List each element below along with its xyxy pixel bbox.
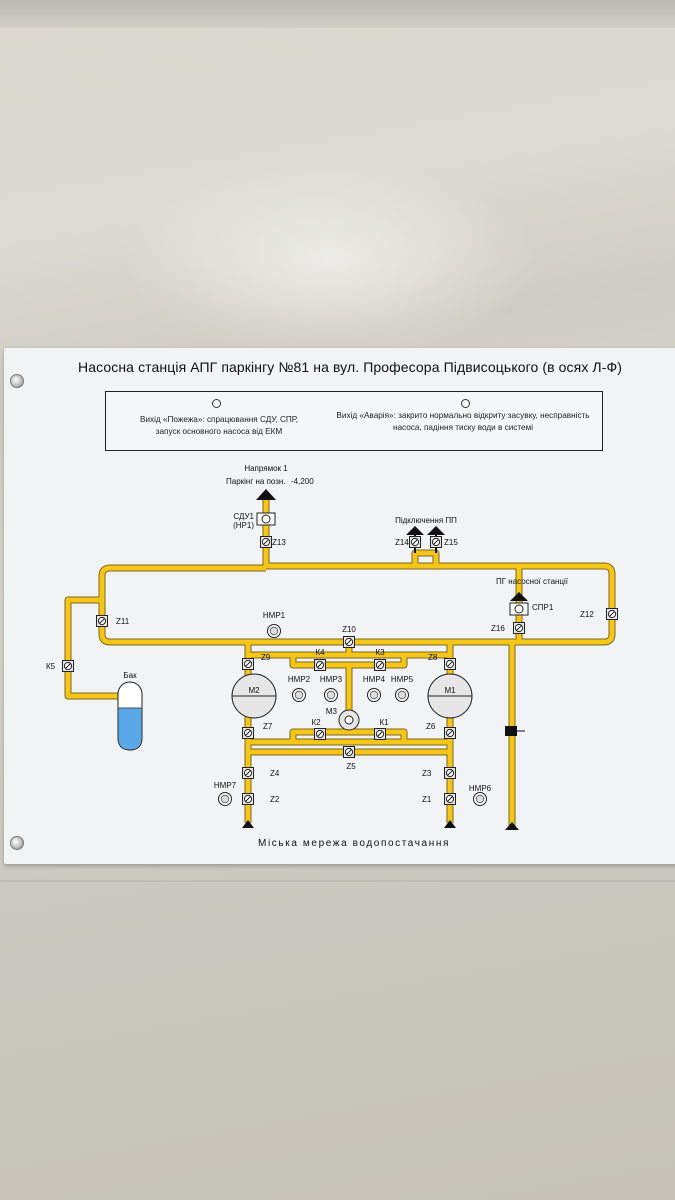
alarm-lamp-icon: [461, 399, 470, 408]
cabinet-seam: [0, 880, 675, 882]
inlet-arrow-icon: [242, 820, 254, 828]
valve-k3-icon: [374, 659, 386, 671]
pipe-network: [64, 498, 616, 828]
label-z8: Z8: [428, 653, 438, 662]
label-k2: К2: [311, 718, 321, 727]
pipe-diagram: Напрямок 1 Паркінг на позн. -4,200 Підкл…: [46, 464, 618, 830]
label-nmp6: НМР6: [469, 784, 492, 793]
valve-k5-icon: [62, 660, 74, 672]
valve-z6-icon: [444, 727, 456, 739]
label-z4: Z4: [270, 769, 280, 778]
label-z3: Z3: [422, 769, 432, 778]
valve-z7-icon: [242, 727, 254, 739]
valve-z15-icon: [430, 536, 442, 548]
valve-z8-icon: [444, 658, 456, 670]
connection-arrow-icon: [406, 526, 424, 535]
valve-z11-icon: [96, 615, 108, 627]
label-k1: К1: [379, 718, 389, 727]
gauge-nmp6-icon: [473, 792, 487, 806]
pump-m1-icon: [427, 673, 473, 719]
valve-k2-icon: [314, 728, 326, 740]
valve-z10-icon: [343, 636, 355, 648]
fire-lamp-icon: [212, 399, 221, 408]
pump-m3-label: М3: [326, 707, 338, 716]
label-nmp1: НМР1: [263, 611, 286, 620]
parking-level: -4,200: [291, 477, 314, 486]
valve-k4-icon: [314, 659, 326, 671]
label-z6: Z6: [426, 722, 436, 731]
inlet-arrow-icon: [505, 822, 519, 830]
label-nmp2: НМР2: [288, 675, 311, 684]
sdu-sub-label: (НР1): [233, 521, 254, 530]
legend-box: Вихід «Пожежа»: спрацювання СДУ, СПР, за…: [105, 391, 603, 451]
gauge-nmp3-icon: [324, 688, 338, 702]
label-z5: Z5: [346, 762, 356, 771]
valve-z5-icon: [343, 746, 355, 758]
legend-alarm: Вихід «Аварія»: закрито нормально відкри…: [328, 410, 598, 434]
plate-title: Насосна станція АПГ паркінгу №81 на вул.…: [78, 359, 622, 375]
gauge-nmp7-icon: [218, 792, 232, 806]
label-z9: Z9: [261, 653, 271, 662]
legend-fire-line2: запуск основного насоса від ЕКМ: [155, 427, 283, 436]
screw-icon: [10, 836, 24, 850]
direction-arrow-icon: [256, 489, 276, 500]
valve-z14-icon: [409, 536, 421, 548]
label-z13: Z13: [272, 538, 286, 547]
pump-m2-label: М2: [248, 686, 260, 695]
label-z15: Z15: [444, 538, 458, 547]
connection-arrow-icon: [427, 526, 445, 535]
connection-label: Підключення ПП: [395, 516, 457, 525]
gauge-nmp2-icon: [292, 688, 306, 702]
valve-z4-icon: [242, 767, 254, 779]
valve-z1-icon: [444, 793, 456, 805]
screw-icon: [10, 374, 24, 388]
valve-z9-icon: [242, 658, 254, 670]
label-nmp5: НМР5: [391, 675, 414, 684]
station-label: ПГ насосної станції: [496, 577, 569, 586]
footer-label: Міська мережа водопостачання: [258, 838, 450, 849]
legend-alarm-line2: насоса, падіння тиску води в системі: [392, 423, 534, 432]
cabinet-top-edge: [0, 0, 675, 28]
scheme-plate: Насосна станція АПГ паркінгу №81 на вул.…: [4, 348, 675, 864]
label-z7: Z7: [263, 722, 273, 731]
label-nmp3: НМР3: [320, 675, 343, 684]
label-z11: Z11: [116, 617, 130, 626]
label-z2: Z2: [270, 795, 280, 804]
label-k3: К3: [375, 648, 385, 657]
gauge-nmp1-icon: [267, 624, 281, 638]
spr-label: СПР1: [532, 603, 554, 612]
valve-z16-icon: [513, 622, 525, 634]
label-nmp4: НМР4: [363, 675, 386, 684]
label-z1: Z1: [422, 795, 432, 804]
valve-z3-icon: [444, 767, 456, 779]
station-arrow-icon: [510, 592, 528, 601]
tank-icon: [117, 681, 143, 751]
legend-fire-line1: Вихід «Пожежа»: спрацювання СДУ, СПР,: [139, 415, 298, 424]
label-k5: К5: [46, 662, 56, 671]
valve-z12-icon: [606, 608, 618, 620]
label-z14: Z14: [395, 538, 409, 547]
valve-z2-icon: [242, 793, 254, 805]
valve-z13-icon: [260, 536, 272, 548]
inlet-arrow-icon: [444, 820, 456, 828]
check-valve-icon: [505, 726, 517, 736]
gauge-nmp4-icon: [367, 688, 381, 702]
label-nmp7: НМР7: [214, 781, 237, 790]
light-glare: [120, 160, 540, 360]
legend-fire: Вихід «Пожежа»: спрацювання СДУ, СПР, за…: [114, 414, 324, 438]
valve-k1-icon: [374, 728, 386, 740]
pump-m1-label: М1: [444, 686, 456, 695]
legend-alarm-line1: Вихід «Аварія»: закрито нормально відкри…: [336, 411, 590, 420]
label-z12: Z12: [580, 610, 594, 619]
gauge-nmp5-icon: [395, 688, 409, 702]
direction-label: Напрямок 1: [244, 464, 288, 473]
pump-m3-icon: [338, 709, 360, 731]
pump-m2-icon: [231, 673, 277, 719]
sdu-label: СДУ1: [233, 512, 254, 521]
label-z10: Z10: [342, 625, 356, 634]
tank-label: Бак: [123, 671, 137, 680]
label-k4: К4: [315, 648, 325, 657]
label-z16: Z16: [491, 624, 505, 633]
parking-label: Паркінг на позн.: [226, 477, 286, 486]
